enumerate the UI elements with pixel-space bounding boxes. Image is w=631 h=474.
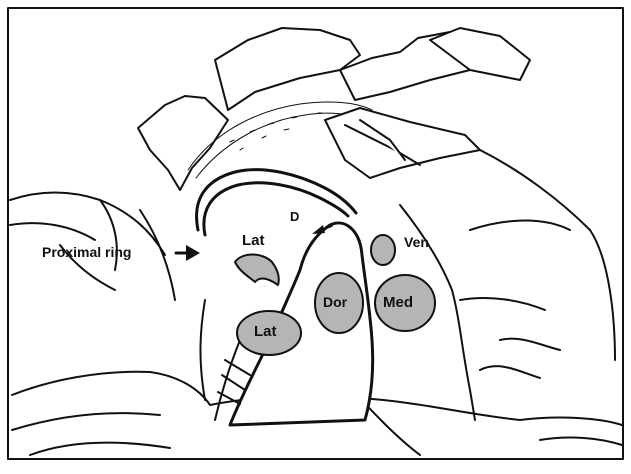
ven-label: Ven — [404, 234, 429, 250]
diaphragm-leaflet — [325, 108, 480, 178]
lat-bottom-label: Lat — [254, 323, 277, 340]
lat-top-region — [235, 255, 279, 286]
proximal-ring-arrow — [176, 245, 200, 261]
dor-label: Dor — [323, 294, 347, 310]
lat-top-label: Lat — [242, 232, 265, 249]
clinoid-bone-plates — [138, 28, 530, 190]
right-tissue — [400, 150, 615, 420]
med-label: Med — [383, 294, 413, 311]
ven-region — [371, 235, 395, 265]
d-label: D — [290, 209, 299, 224]
proximal-ring-label: Proximal ring — [42, 244, 131, 260]
